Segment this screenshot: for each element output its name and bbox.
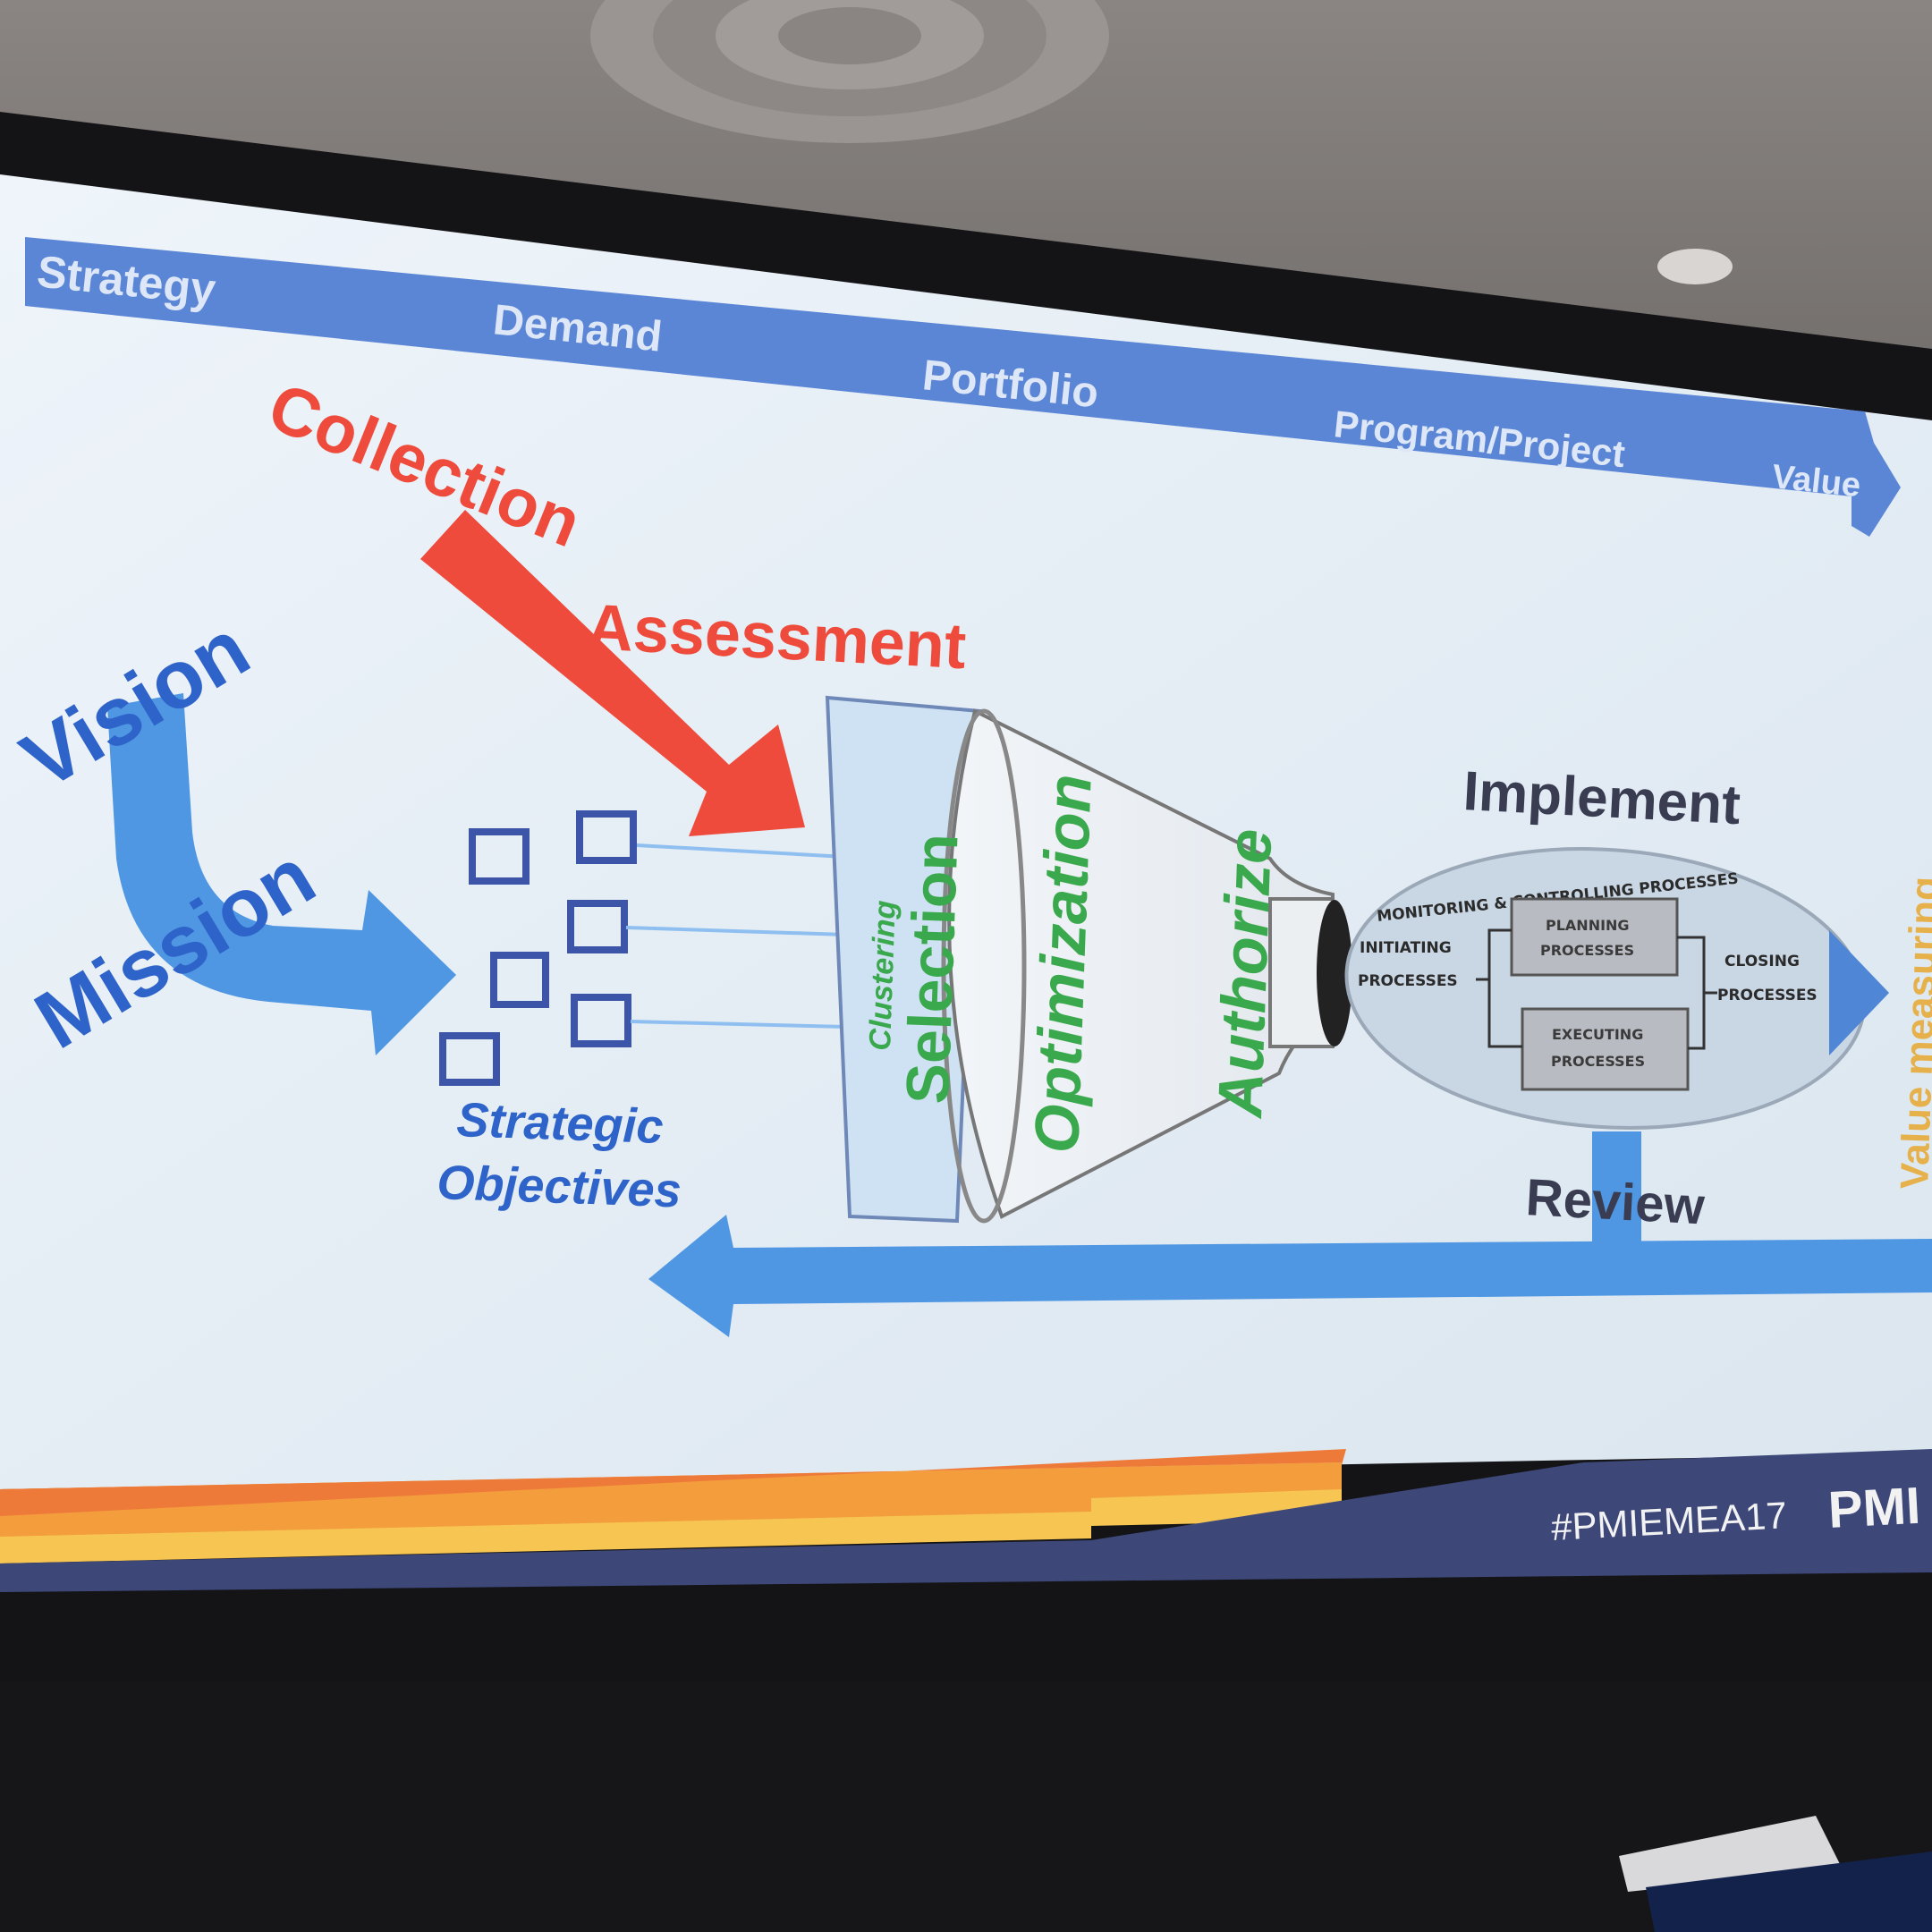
authorize-label: Authorize bbox=[1205, 827, 1284, 1120]
objective-box bbox=[439, 1032, 500, 1086]
footer-orange-band bbox=[0, 1462, 1342, 1537]
initiating-label-1: INITIATING bbox=[1360, 939, 1452, 957]
clustering-panel bbox=[825, 695, 982, 1224]
banner-stage-value: Value bbox=[1770, 458, 1862, 504]
pmi-logo: PMI bbox=[1826, 1477, 1921, 1539]
executing-label-2: PROCESSES bbox=[1551, 1053, 1645, 1070]
funnel-body bbox=[947, 708, 1335, 1219]
objective-box bbox=[576, 810, 637, 864]
footer-navy-band bbox=[0, 1449, 1932, 1592]
planning-label-1: PLANNING bbox=[1546, 917, 1630, 934]
objective-box bbox=[490, 952, 549, 1008]
vision-mission-arrow bbox=[107, 693, 456, 1055]
optimization-label: Optimization bbox=[1021, 773, 1105, 1154]
review-label: Review bbox=[1524, 1168, 1707, 1235]
portfolio-funnel bbox=[825, 695, 1352, 1224]
closing-label-2: PROCESSES bbox=[1717, 987, 1818, 1004]
objective-links bbox=[625, 843, 846, 1029]
implement-label: Implement bbox=[1462, 760, 1741, 836]
review-stem bbox=[1592, 1131, 1641, 1248]
objective-box bbox=[567, 900, 628, 953]
executing-box bbox=[1521, 1007, 1690, 1091]
cycle-output-arrow bbox=[1829, 930, 1889, 1055]
objective-box bbox=[469, 828, 530, 885]
funnel-mouth bbox=[941, 708, 1027, 1224]
objective-box bbox=[571, 994, 631, 1047]
table-corner bbox=[1646, 1852, 1932, 1932]
footer-red-band bbox=[0, 1449, 1346, 1516]
initiating-label-2: PROCESSES bbox=[1358, 972, 1458, 990]
ceiling-light bbox=[1657, 249, 1733, 284]
collection-arrow bbox=[420, 510, 805, 836]
room-floor bbox=[0, 1682, 1932, 1932]
executing-label-1: EXECUTING bbox=[1552, 1026, 1643, 1043]
clustering-label: Clustering bbox=[863, 900, 902, 1052]
stage-banner bbox=[25, 237, 1901, 537]
ceiling-vent bbox=[590, 0, 1109, 143]
strategic-objectives-line2: Objectives bbox=[436, 1156, 682, 1217]
planning-label-2: PROCESSES bbox=[1540, 942, 1634, 959]
planning-box bbox=[1510, 897, 1679, 977]
process-connectors bbox=[1476, 928, 1717, 1050]
closing-label-1: CLOSING bbox=[1724, 953, 1800, 970]
objective-boxes bbox=[439, 810, 637, 1086]
review-feedback-arrow bbox=[648, 1215, 1932, 1337]
funnel-opening bbox=[1317, 900, 1352, 1046]
selection-label: Selection bbox=[894, 833, 971, 1106]
strategic-objectives-line1: Strategic bbox=[456, 1093, 665, 1154]
